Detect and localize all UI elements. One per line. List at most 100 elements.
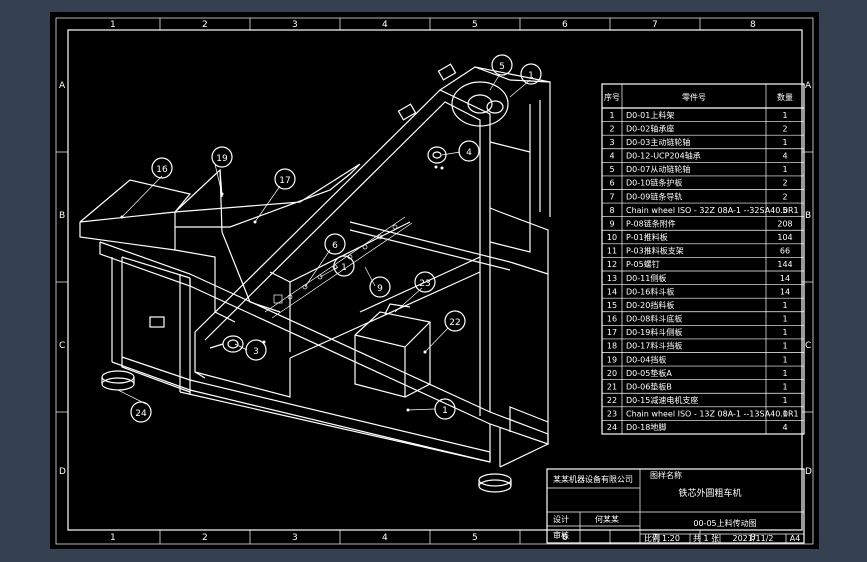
scale-value: 1:20 <box>662 534 680 543</box>
bom-cell-no: 6 <box>609 179 614 188</box>
bom-cell-no: 20 <box>607 369 617 378</box>
zone-number: 4 <box>382 20 388 30</box>
bom-cell-qty: 4 <box>782 152 787 161</box>
zone-number: 2 <box>202 20 208 30</box>
bom-header-name: 零件号 <box>682 92 706 102</box>
zone-letter: A <box>805 81 812 91</box>
bom-cell-qty: 104 <box>777 233 792 242</box>
inner-border <box>67 29 803 531</box>
zone-number: 3 <box>292 533 298 543</box>
zone-number: 7 <box>652 533 658 543</box>
bom-cell-no: 5 <box>609 165 614 174</box>
bom-cell-name: D0-18地脚 <box>626 422 666 432</box>
balloon-number: 22 <box>449 318 460 328</box>
top-drive-sprocket <box>397 63 509 127</box>
bom-cell-name: D0-11侧板 <box>626 273 666 283</box>
drawing-sheet[interactable]: 1 2 3 4 5 6 7 8 1 2 3 4 5 6 7 8 A B C D … <box>50 12 819 549</box>
bom-cell-no: 15 <box>607 301 617 310</box>
bom-cell-name: D0-02轴承座 <box>626 123 674 133</box>
bom-cell-no: 14 <box>607 287 617 296</box>
bom-cell-name: D0-16料斗板 <box>626 286 674 296</box>
bom-cell-no: 16 <box>607 315 617 324</box>
zone-letter: D <box>805 467 812 477</box>
bom-cell-qty: 1 <box>782 328 787 337</box>
zone-number: 6 <box>562 20 568 30</box>
bom-cell-no: 3 <box>609 138 614 147</box>
bom-cell-no: 22 <box>607 396 617 405</box>
bom-cell-name: D0-04挡板 <box>626 354 666 364</box>
zone-number: 5 <box>472 20 478 30</box>
bom-cell-qty: 1 <box>782 111 787 120</box>
zone-number: 1 <box>110 533 116 543</box>
designer-name: 何某某 <box>595 514 619 524</box>
bom-cell-qty: 208 <box>777 219 792 228</box>
zone-number: 3 <box>292 20 298 30</box>
balloon-number: 24 <box>135 409 147 419</box>
zone-numbers-top: 1 2 3 4 5 6 7 8 <box>110 20 756 30</box>
balloon-number: 1 <box>341 263 347 273</box>
zone-number: 5 <box>472 533 478 543</box>
bom-cell-name: D0-12-UCP204轴承 <box>626 151 701 161</box>
bom-cell-name: P-03推料板支架 <box>626 246 684 256</box>
reducer-motor-22 <box>354 303 431 398</box>
zone-number: 2 <box>202 533 208 543</box>
balloon-number: 16 <box>156 165 168 175</box>
title-block: 某某机器设备有限公司 图样名称 铁芯外圆粗车机 00-05上料传动图 设计 何某… <box>546 468 805 544</box>
bom-cell-no: 2 <box>609 124 614 133</box>
bom-cell-name: Chain wheel ISO - 32Z 08A-1 --32SA40.0R1 <box>626 206 799 215</box>
balloon-number: 23 <box>419 279 430 289</box>
base-frame <box>99 207 549 468</box>
bom-cell-qty: 2 <box>782 179 787 188</box>
bom-cell-qty: 5 <box>782 206 787 215</box>
inclined-conveyor <box>194 66 551 416</box>
zone-numbers-bottom: 1 2 3 4 5 6 7 8 <box>110 533 756 543</box>
balloon-number: 1 <box>442 406 448 416</box>
bom-cell-qty: 1 <box>782 355 787 364</box>
part-dots <box>120 165 444 412</box>
zone-number: 8 <box>750 533 756 543</box>
bom-cell-qty: 14 <box>780 287 790 296</box>
bom-cell-qty: 1 <box>782 315 787 324</box>
bom-cell-name: D0-01上料架 <box>626 110 674 120</box>
bom-header-qty: 数量 <box>777 92 793 102</box>
bom-cell-name: D0-10链条护板 <box>626 178 682 188</box>
bom-cell-no: 10 <box>607 233 617 242</box>
bom-cell-no: 23 <box>607 410 617 419</box>
title-block-outline <box>546 468 805 544</box>
balloon-number: 6 <box>332 241 338 251</box>
bom-cell-name: D0-15减速电机支座 <box>626 395 698 405</box>
bom-cell-name: P-01推料板 <box>626 232 668 242</box>
bom-cell-qty: 1 <box>782 382 787 391</box>
bom-cell-no: 7 <box>609 192 614 201</box>
balloon: 1 <box>520 63 542 85</box>
bom-outline <box>601 83 805 435</box>
zone-letter: C <box>59 341 65 351</box>
bom-cell-qty: 1 <box>782 301 787 310</box>
balloon: 19 <box>211 146 233 168</box>
bom-cell-name: D0-20挡料板 <box>626 300 674 310</box>
bom-cell-no: 13 <box>607 274 617 283</box>
balloon-number: 9 <box>377 284 383 294</box>
bom-header-no: 序号 <box>604 92 620 102</box>
bom-cell-qty: 1 <box>782 342 787 351</box>
bom-cell-name: P-05螺钉 <box>626 259 660 269</box>
bom-cell-no: 24 <box>607 423 617 432</box>
bom-cell-no: 12 <box>607 260 617 269</box>
bom-cell-qty: 66 <box>780 247 790 256</box>
scale-label: 比例 <box>644 533 660 543</box>
balloon: 22 <box>444 310 466 332</box>
bom-cell-name: D0-09链条导轨 <box>626 191 682 201</box>
balloon-number: 5 <box>499 62 505 72</box>
bom-cell-no: 9 <box>609 219 614 228</box>
bom-cell-name: P-08链条附件 <box>626 218 676 228</box>
sheet-count: 共 1 张 <box>693 534 719 543</box>
bom-cell-no: 11 <box>607 247 617 256</box>
drawing-title: 铁芯外圆粗车机 <box>678 487 741 499</box>
drawing-canvas: 1 2 3 4 5 6 7 8 1 2 3 4 5 6 7 8 A B C D … <box>55 17 814 545</box>
bom-cell-name: D0-03主动链轮轴 <box>626 137 690 147</box>
part-balloons: 1 5 4 16 19 17 6 1 9 23 22 3 24 1 <box>130 54 542 423</box>
balloon: 3 <box>245 339 267 361</box>
